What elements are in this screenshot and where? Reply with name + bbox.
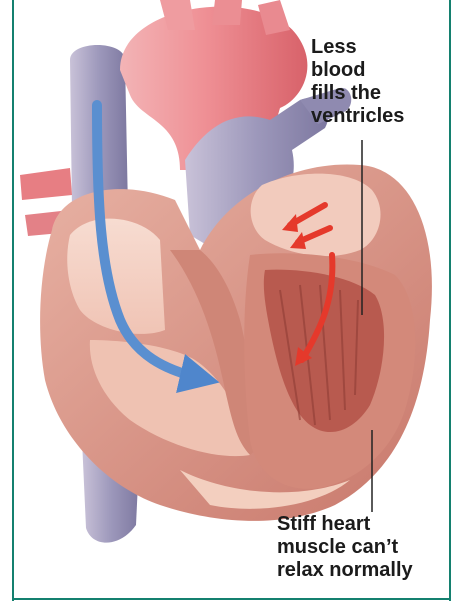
stiff-muscle-label: Stiff heart muscle can’t relax normally (277, 513, 413, 582)
aorta-branch-mid (212, 0, 242, 25)
pulmonary-vein-left (20, 168, 72, 200)
less-blood-label: Less blood fills the ventricles (311, 36, 404, 128)
